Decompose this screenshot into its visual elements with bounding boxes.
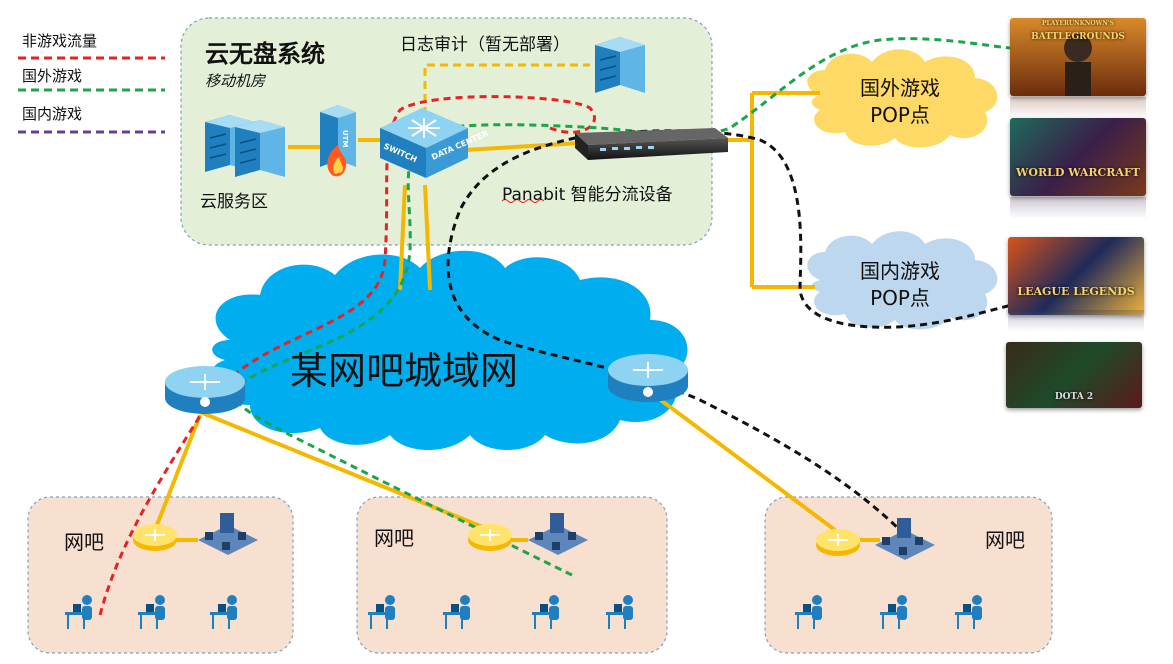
user-desk-icon xyxy=(138,595,165,629)
user-desk-icon xyxy=(955,595,982,629)
game-pubg-reflection xyxy=(1010,97,1146,119)
foreign-pop-line1: 国外游戏 xyxy=(860,76,940,100)
user-desk-icon xyxy=(368,595,395,629)
datacenter-switch-icon xyxy=(380,108,468,178)
user-desk-icon xyxy=(880,595,907,629)
metro-router-left-icon xyxy=(165,366,245,414)
domestic-pop-label: 国内游戏 POP点 xyxy=(850,258,950,312)
netbar-router-2-icon xyxy=(468,524,512,551)
foreign-pop-line2: POP点 xyxy=(870,103,930,127)
user-desk-icon xyxy=(606,595,633,629)
foreign-pop-cloud xyxy=(807,49,998,148)
log-audit-label: 日志审计（暂无部署） xyxy=(400,35,570,55)
user-desk-icon xyxy=(795,595,822,629)
panabit-device-icon xyxy=(575,128,728,160)
game-wow-reflection xyxy=(1010,197,1146,219)
users-row xyxy=(65,595,982,629)
game-lol-reflection xyxy=(1008,310,1144,332)
user-desk-icon xyxy=(210,595,237,629)
netbar-label-2: 网吧 xyxy=(374,526,414,550)
game-pubg-name: BATTLEGROUNDS xyxy=(1031,32,1125,42)
netbar-label-3: 网吧 xyxy=(985,528,1025,552)
game-dota-image: DOTA 2 xyxy=(1006,342,1142,408)
legend-label-foreign: 国外游戏 xyxy=(22,67,83,85)
netbar-router-1-icon xyxy=(133,524,177,551)
game-pubg-image: PLAYERUNKNOWN'S BATTLEGROUNDS xyxy=(1010,18,1146,96)
domestic-pop-cloud xyxy=(807,231,998,330)
user-desk-icon xyxy=(532,595,559,629)
datacenter-title: 云无盘系统 xyxy=(205,40,325,68)
log-audit-server-icon xyxy=(595,37,645,93)
netbar-label-1: 网吧 xyxy=(64,530,104,554)
legend-label-domestic: 国内游戏 xyxy=(22,105,83,123)
game-wow-image: WORLD WARCRAFT xyxy=(1010,118,1146,196)
legend-label-non-game: 非游戏流量 xyxy=(22,32,98,50)
cloud-service-area-label: 云服务区 xyxy=(200,192,268,212)
user-desk-icon xyxy=(65,595,92,629)
game-wow-name: WORLD WARCRAFT xyxy=(1016,166,1140,179)
game-dota-name: DOTA 2 xyxy=(1054,392,1094,402)
utm-firewall-icon xyxy=(320,105,356,177)
domestic-pop-line1: 国内游戏 xyxy=(860,259,940,283)
netbar-cluster-2-icon xyxy=(528,513,588,555)
game-pubg-top: PLAYERUNKNOWN'S xyxy=(1042,20,1114,27)
domestic-pop-line2: POP点 xyxy=(870,286,930,310)
city-cloud xyxy=(209,250,688,450)
metro-router-right-icon xyxy=(608,354,688,402)
netbar-cluster-1-icon xyxy=(198,513,258,555)
game-lol-name: LEAGUE LEGENDS xyxy=(1017,285,1135,298)
netbar-box-2 xyxy=(356,496,668,654)
log-audit-link xyxy=(423,63,590,115)
non-game-traffic-path xyxy=(98,95,596,616)
cloud-server-icon xyxy=(205,115,285,177)
utm-text: UTM xyxy=(341,130,349,147)
foreign-pop-label: 国外游戏 POP点 xyxy=(850,75,950,129)
city-network-label: 某网吧城域网 xyxy=(290,349,519,393)
panabit-underline xyxy=(501,199,545,203)
user-desk-icon xyxy=(443,595,470,629)
netbar-router-3-icon xyxy=(816,529,860,556)
datacenter-subtitle: 移动机房 xyxy=(205,72,266,90)
netbar-cluster-3-icon xyxy=(875,518,935,560)
game-lol-image: LEAGUE LEGENDS xyxy=(1008,237,1144,315)
panabit-label: Panabit 智能分流设备 xyxy=(502,185,673,205)
